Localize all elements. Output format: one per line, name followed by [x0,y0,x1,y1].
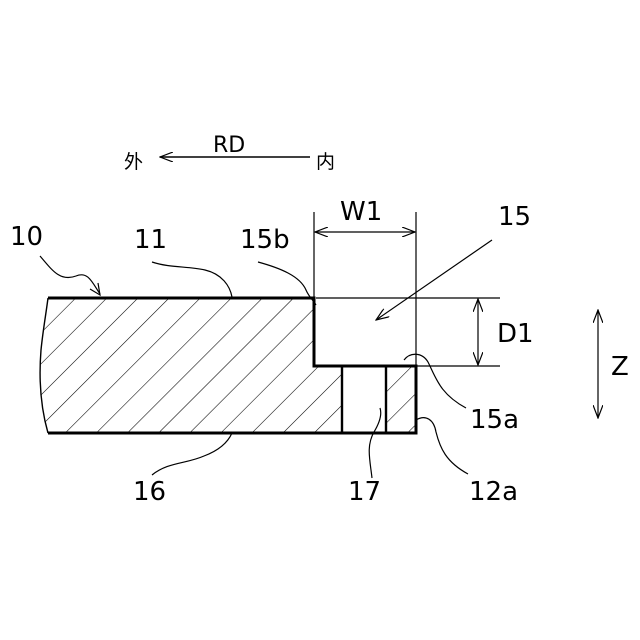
direction-indicator: 外 RD 内 [124,133,335,173]
label-12a: 12a [469,477,518,507]
inner-direction-label: 内 [316,151,335,173]
leader-10-arrowhead [90,283,100,295]
radial-direction-label: RD [213,133,245,158]
label-11: 11 [134,225,167,255]
label-17: 17 [348,477,381,507]
leader-12a [416,418,468,474]
leader-16 [152,433,232,475]
depth-dimension: D1 [316,298,534,366]
label-15: 15 [498,202,531,232]
z-label: Z [611,352,629,382]
label-10: 10 [10,222,43,252]
label-15b: 15b [240,225,290,255]
label-15a: 15a [470,405,519,435]
w1-label: W1 [340,197,382,227]
z-axis-indicator: Z [598,310,629,418]
d1-label: D1 [497,319,534,349]
width-dimension: W1 [314,197,416,366]
part-body [30,290,430,440]
leader-15-arrow [376,240,492,320]
leader-10 [40,256,100,294]
leader-11 [152,262,232,297]
label-16: 16 [133,477,166,507]
outer-direction-label: 外 [124,151,143,173]
